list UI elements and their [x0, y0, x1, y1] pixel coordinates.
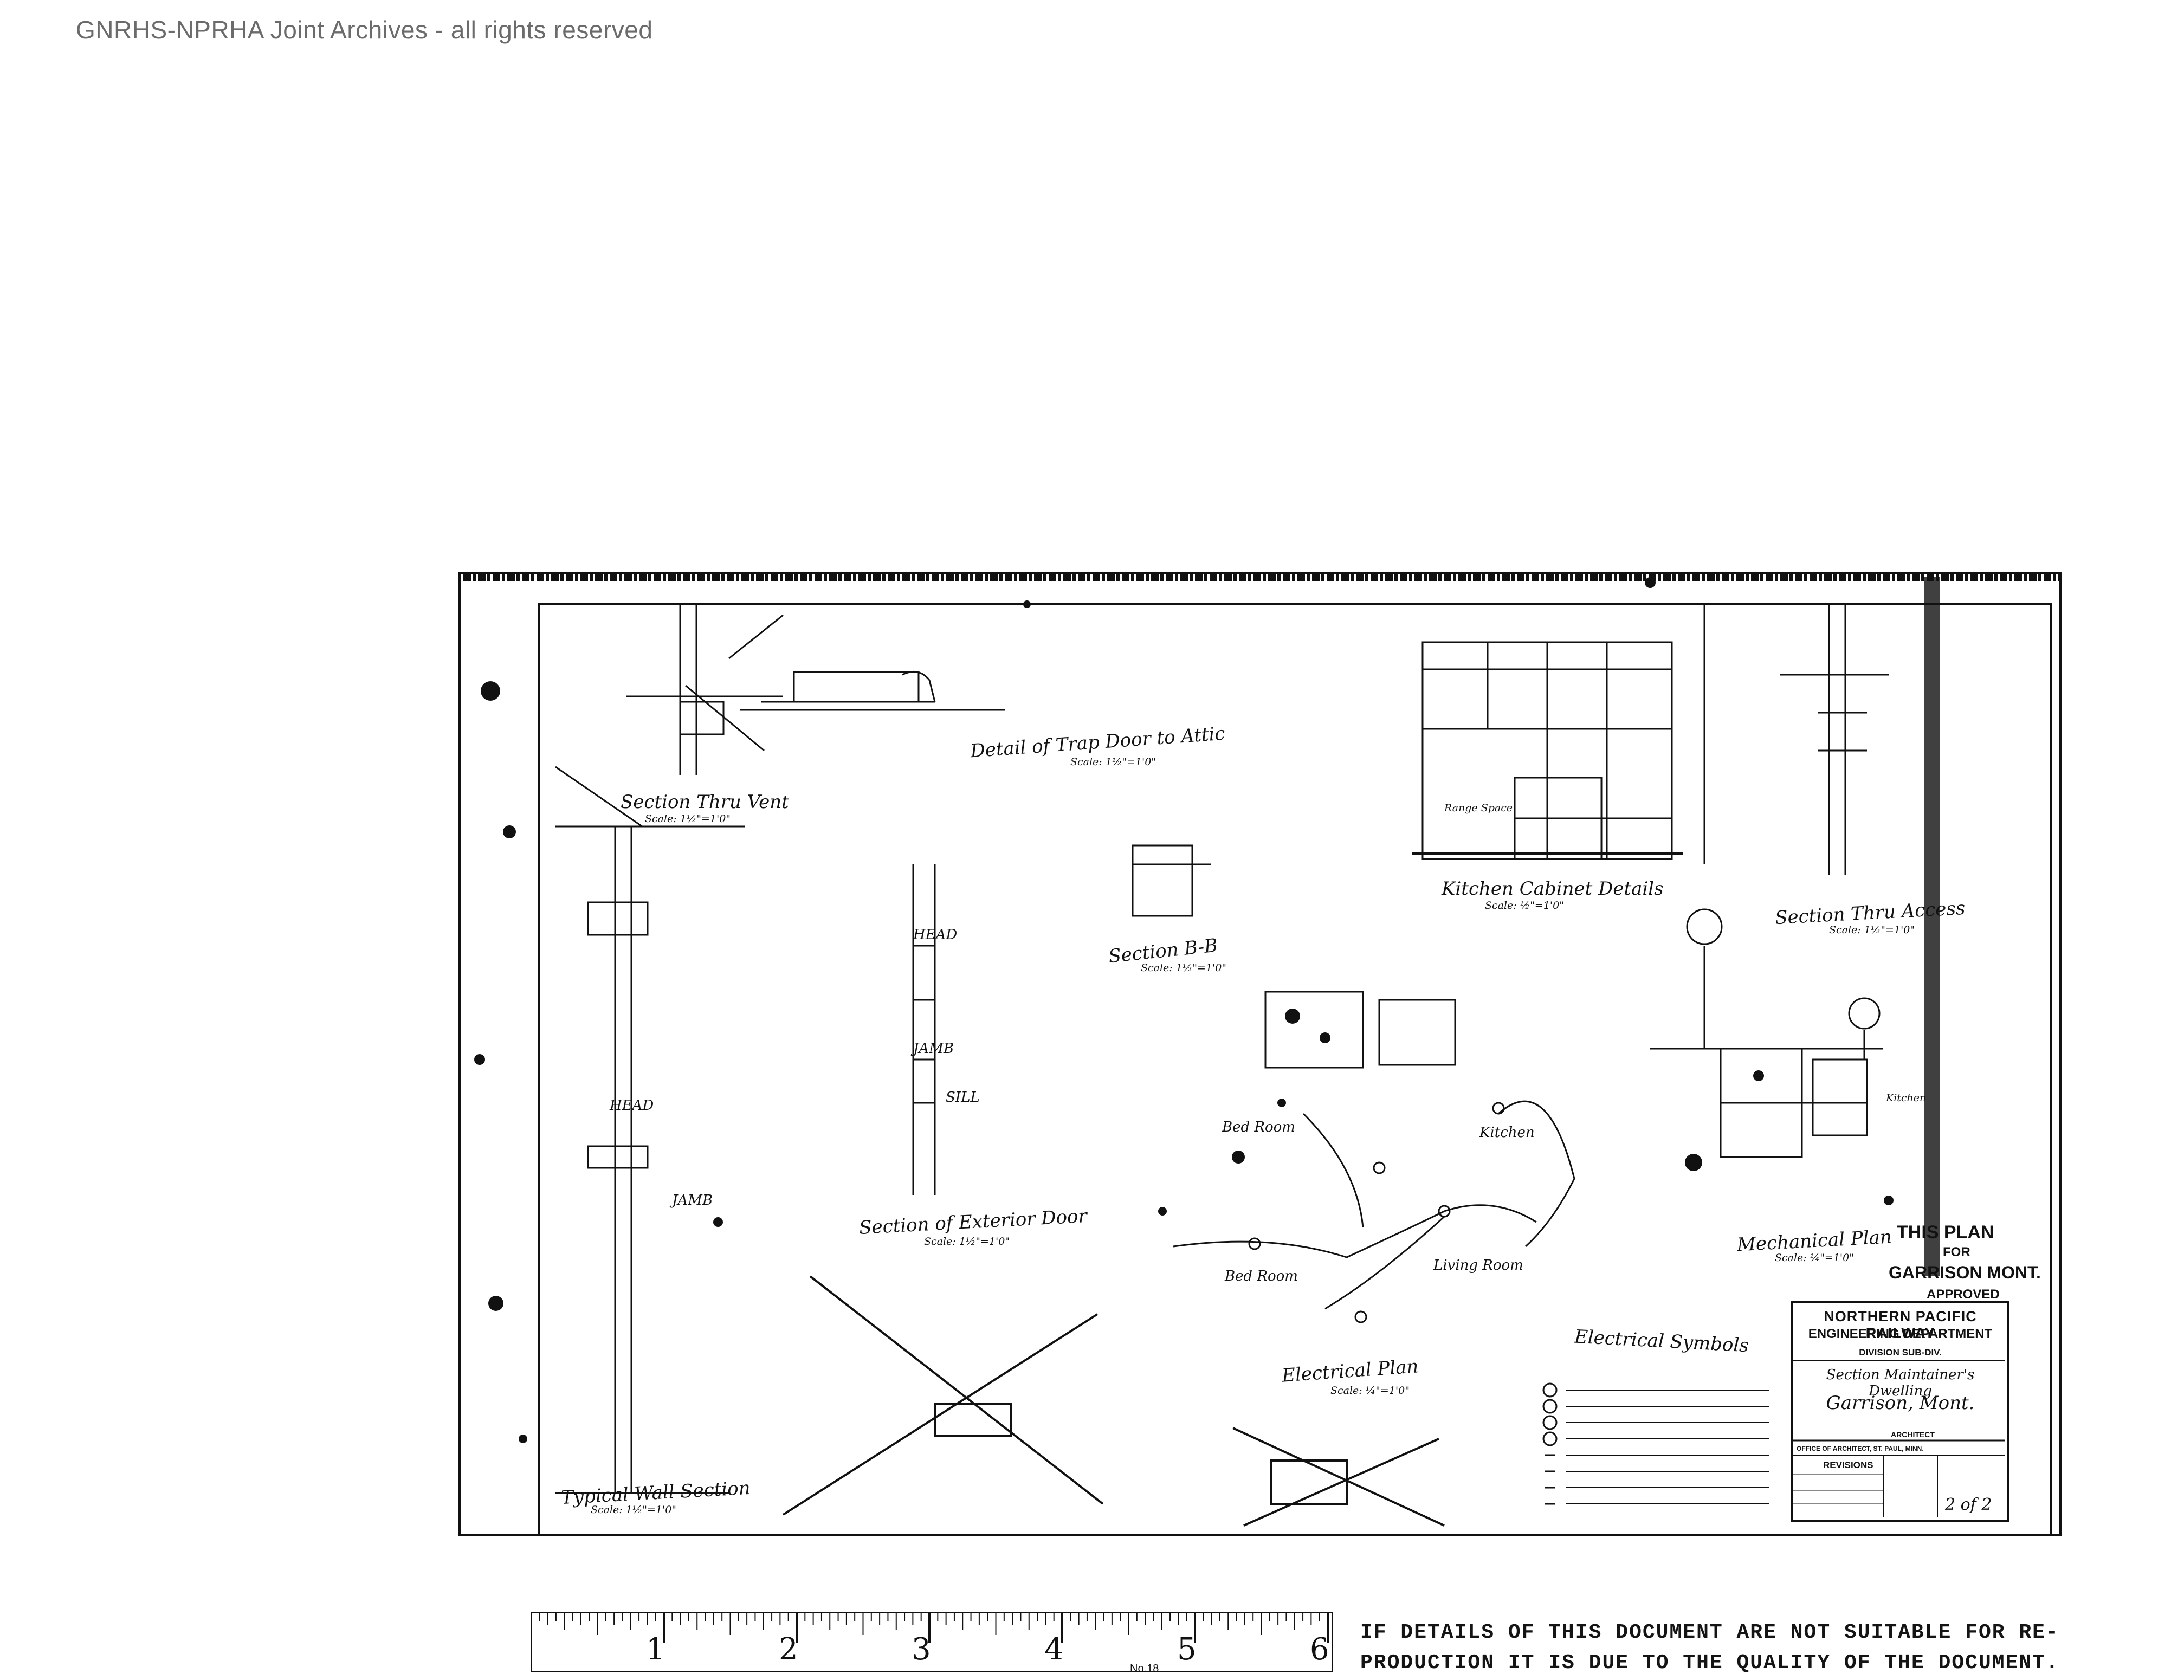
mechanical-plan-scale: Scale: ¼"=1'0" — [1775, 1252, 1854, 1264]
wall-label-sill: SILL — [946, 1089, 980, 1106]
ruler-number-5: 5 — [1177, 1632, 1197, 1667]
wall-label-head-2: HEAD — [610, 1097, 654, 1114]
stamp-line-2: FOR — [1943, 1245, 1970, 1259]
room-label-bed-room-2: Bed Room — [1225, 1268, 1298, 1284]
title-block-grid — [1791, 1360, 2005, 1517]
ruler-number-6: 6 — [1310, 1632, 1329, 1667]
notice-line-1: IF DETAILS OF THIS DOCUMENT ARE NOT SUIT… — [1360, 1621, 2059, 1644]
mechanical-label-kitchen: Kitchen — [1886, 1092, 1927, 1104]
electrical-plan-scale: Scale: ¼"=1'0" — [1330, 1385, 1410, 1397]
title-block-revisions: REVISIONS — [1823, 1460, 1873, 1470]
typical-wall-section-scale: Scale: 1½"=1'0" — [591, 1504, 677, 1516]
notice-line-2: PRODUCTION IT IS DUE TO THE QUALITY OF T… — [1360, 1651, 2059, 1675]
room-label-living-room: Living Room — [1433, 1257, 1523, 1274]
approval-stamp: THIS PLAN FOR GARRISON MONT. APPROVED — [1883, 1222, 2067, 1314]
title-block-office: OFFICE OF ARCHITECT, ST. PAUL, MINN. — [1797, 1445, 1924, 1452]
title-block-place: Garrison, Mont. — [1826, 1392, 1975, 1414]
section-bb-scale: Scale: 1½"=1'0" — [1141, 962, 1227, 974]
ruler-ticks — [530, 1611, 1334, 1673]
wall-label-jamb-2: JAMB — [672, 1192, 713, 1209]
section-thru-vent-scale: Scale: 1½"=1'0" — [645, 813, 731, 825]
kitchen-cabinet-details-scale: Scale: ½"=1'0" — [1485, 900, 1564, 912]
wall-label-head: HEAD — [913, 927, 958, 943]
title-block-title: Section Maintainer's Dwelling — [1826, 1367, 1975, 1399]
title-block: NORTHERN PACIFIC RAILWAY ENGINEERING DEP… — [1791, 1301, 2009, 1522]
reproduction-notice: IF DETAILS OF THIS DOCUMENT ARE NOT SUIT… — [1360, 1618, 2130, 1678]
stamp-line-1: THIS PLAN — [1897, 1222, 1994, 1243]
room-label-kitchen: Kitchen — [1479, 1125, 1535, 1141]
title-block-department: ENGINEERING DEPARTMENT — [1808, 1327, 1993, 1341]
blueprint-sheet: Section Thru Vent Scale: 1½"=1'0" Detail… — [458, 572, 2062, 1536]
blueprint-linework — [458, 572, 2062, 1536]
title-block-railway: NORTHERN PACIFIC RAILWAY — [1824, 1308, 1977, 1341]
ruler-label: No.18 — [1130, 1663, 1159, 1675]
room-label-bed-room: Bed Room — [1222, 1119, 1295, 1135]
trap-door-detail-scale: Scale: 1½"=1'0" — [1070, 756, 1156, 768]
ruler-number-2: 2 — [779, 1632, 798, 1667]
cabinet-label-range-space: Range Space — [1444, 802, 1513, 814]
stamp-line-3: GARRISON MONT. — [1889, 1263, 2041, 1282]
section-thru-access-scale: Scale: 1½"=1'0" — [1829, 924, 1915, 936]
section-exterior-door-scale: Scale: 1½"=1'0" — [924, 1236, 1010, 1248]
ruler-number-3: 3 — [912, 1632, 931, 1667]
stamp-line-4: APPROVED — [1927, 1287, 2000, 1302]
kitchen-cabinet-details-title: Kitchen Cabinet Details — [1442, 878, 1664, 900]
section-thru-vent-title: Section Thru Vent — [621, 791, 789, 813]
wall-label-jamb: JAMB — [913, 1041, 954, 1057]
title-block-division: DIVISION SUB-DIV. — [1859, 1347, 1942, 1358]
ruler-number-4: 4 — [1044, 1632, 1064, 1667]
measuring-ruler: 1 2 3 4 5 6 — [530, 1611, 1334, 1673]
archive-watermark: GNRHS-NPRHA Joint Archives - all rights … — [76, 16, 653, 44]
title-block-sheet-number: 2 of 2 — [1945, 1495, 1992, 1514]
ruler-number-1: 1 — [646, 1632, 665, 1667]
title-block-architect: ARCHITECT — [1891, 1430, 1935, 1439]
